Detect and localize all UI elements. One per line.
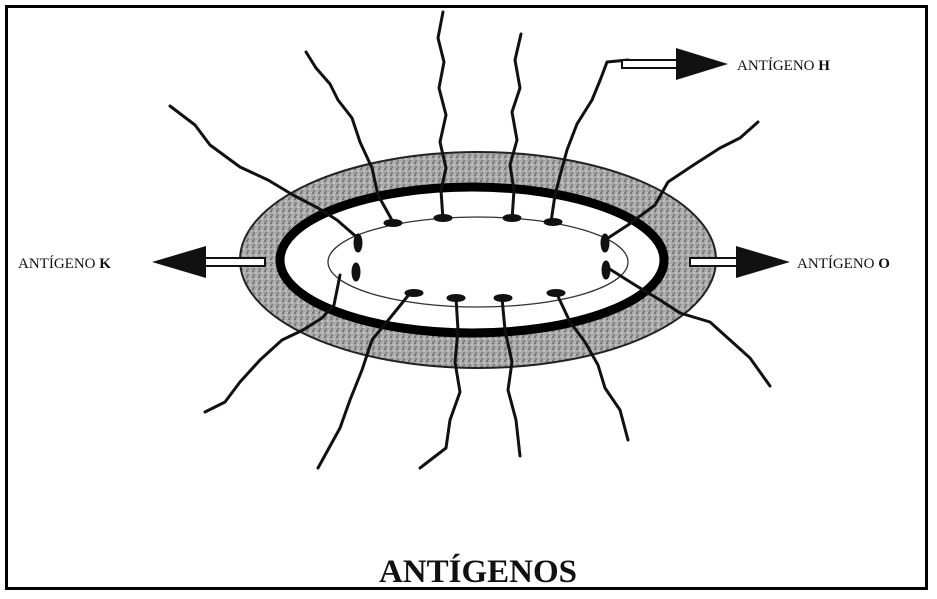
basal-body	[434, 215, 452, 222]
basal-body	[384, 220, 402, 227]
basal-body	[494, 295, 512, 302]
basal-body	[602, 261, 610, 279]
diagram-title: ANTÍGENOS	[379, 553, 577, 590]
label-antigen-o: ANTÍGENO O	[797, 255, 890, 272]
basal-body	[544, 219, 562, 226]
basal-body	[405, 290, 423, 297]
label-antigen-k: ANTÍGENO K	[18, 255, 111, 272]
basal-body	[547, 290, 565, 297]
arrow-antigen-h	[622, 48, 728, 80]
basal-body	[352, 263, 360, 281]
label-antigen-h: ANTÍGENO H	[737, 57, 830, 74]
cytoplasmic-membrane	[328, 217, 628, 307]
basal-body	[601, 234, 609, 252]
basal-body	[447, 295, 465, 302]
basal-body	[503, 215, 521, 222]
basal-body	[354, 234, 362, 252]
